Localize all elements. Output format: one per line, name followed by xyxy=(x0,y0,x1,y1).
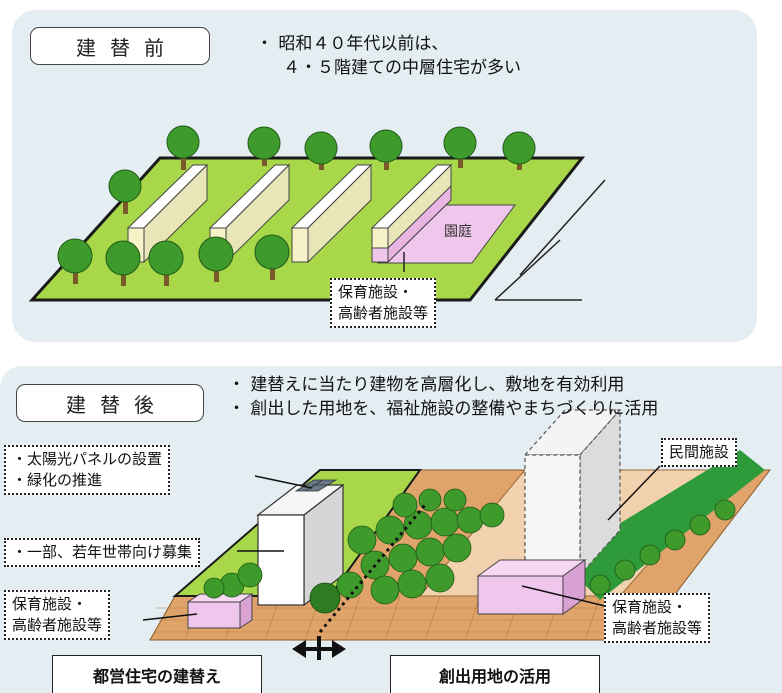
callout-line: 高齢者施設等 xyxy=(612,619,703,637)
road-line xyxy=(494,239,561,301)
tree xyxy=(57,234,290,286)
bottom-left-label: 都営住宅の建替え xyxy=(52,655,262,693)
tree xyxy=(203,488,736,605)
tree xyxy=(309,582,341,614)
bottom-right-label: 創出用地の活用 xyxy=(390,655,600,693)
after-bullet-2: ・ 創出した用地を、福祉施設の整備やまちづくりに活用 xyxy=(228,399,659,419)
callout-line: 高齢者施設等 xyxy=(338,304,429,322)
private-callout: 民間施設 xyxy=(661,438,738,467)
green-belt xyxy=(560,450,765,600)
solar-panel xyxy=(294,479,338,492)
tower xyxy=(256,483,345,607)
facility-left xyxy=(186,593,254,629)
tree xyxy=(108,125,536,214)
callout-line: ・一部、若年世帯向け募集 xyxy=(12,543,193,561)
after-tag: 建替後 xyxy=(16,384,204,422)
garden-label: 園庭 xyxy=(444,224,472,240)
callout-line: 高齢者施設等 xyxy=(12,616,103,634)
callout-line: ・太陽光パネルの設置 xyxy=(12,450,163,468)
facility-right xyxy=(476,559,587,615)
callout-line: 保育施設・ xyxy=(12,595,88,613)
callout-pointers xyxy=(142,465,661,621)
before-tag: 建替前 xyxy=(30,27,210,65)
after-bullet-1: ・ 建替えに当たり建物を高層化し、敷地を有効利用 xyxy=(228,375,625,395)
double-arrow xyxy=(292,636,346,660)
solar-callout: ・太陽光パネルの設置 ・緑化の推進 xyxy=(4,445,171,495)
before-bullet-2: ４・５階建ての中層住宅が多い xyxy=(283,58,521,78)
callout-line: ・緑化の推進 xyxy=(12,471,103,489)
before-facility-callout: 保育施設・ 高齢者施設等 xyxy=(330,278,437,328)
road-line xyxy=(519,179,606,276)
facility-callout-left: 保育施設・ 高齢者施設等 xyxy=(4,590,111,640)
before-bullet-1: ・ 昭和４０年代以前は、 xyxy=(256,34,449,54)
callout-line: 保育施設・ xyxy=(612,598,688,616)
youth-callout: ・一部、若年世帯向け募集 xyxy=(4,538,201,567)
private-building xyxy=(523,408,622,577)
callout-line: 保育施設・ xyxy=(338,283,414,301)
facility-callout-right: 保育施設・ 高齢者施設等 xyxy=(604,593,711,643)
callout-line: 民間施設 xyxy=(669,443,730,461)
